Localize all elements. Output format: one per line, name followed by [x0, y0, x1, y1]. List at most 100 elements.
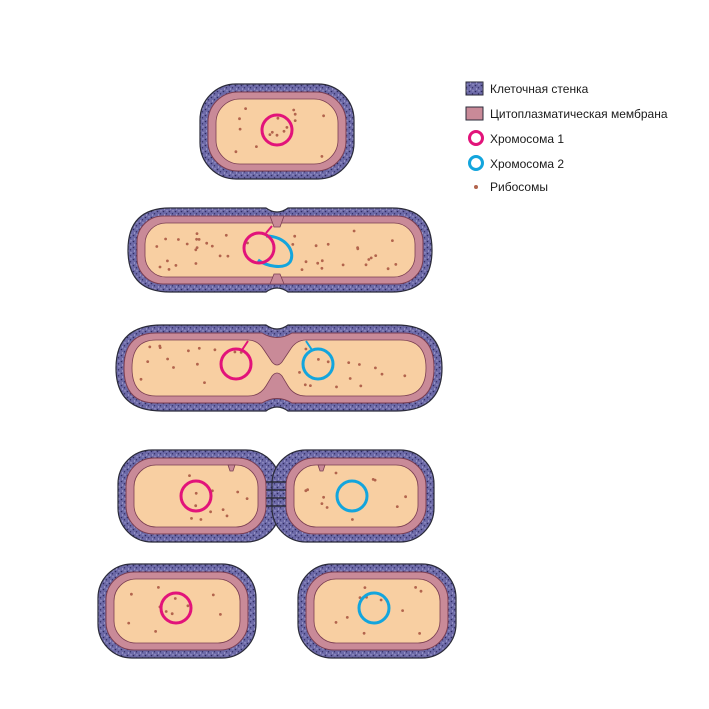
ribosome-dot	[304, 489, 308, 493]
legend-item-chromosome-1: Хромосома 1	[468, 130, 564, 146]
ribosome-dot	[334, 471, 338, 475]
ribosome-dot	[195, 232, 199, 236]
ribosome-dot	[174, 264, 178, 267]
ribosome-dot	[316, 261, 320, 265]
ribosome-dot	[373, 478, 377, 482]
ribosome-dot	[367, 258, 371, 261]
ribosome-dot	[213, 348, 217, 352]
ribosome-dot	[352, 229, 356, 233]
ribosome-dot	[282, 129, 286, 133]
ribosome-dot	[238, 117, 241, 121]
cytoplasm	[133, 464, 259, 528]
ribosome-dot	[348, 377, 352, 380]
membrane-notch	[317, 464, 326, 472]
ribosome-dot	[364, 263, 368, 267]
ribosome-dot	[166, 357, 170, 361]
ribosome-dot	[236, 490, 240, 494]
chromosome-2	[335, 479, 369, 513]
septum-notch	[269, 273, 285, 285]
ribosome-dot	[233, 350, 237, 354]
ribosome-dot	[205, 241, 209, 245]
ribosome-dot	[139, 377, 143, 381]
ribosome-dot	[187, 349, 190, 353]
ribosome-dot	[148, 345, 152, 349]
legend: Клеточная стенка Цитоплазматическая мемб…	[465, 81, 668, 194]
ribosome-dot	[219, 613, 222, 616]
legend-label: Рибосомы	[490, 180, 548, 194]
ribosome-dot	[404, 495, 407, 499]
ribosome-dot	[320, 502, 324, 505]
ribosome-dot	[374, 366, 377, 370]
ribosome-dot	[224, 233, 228, 237]
cytoplasm	[293, 464, 419, 528]
ribosome-dot	[130, 592, 133, 596]
ribosome-dot	[300, 268, 304, 271]
membrane-swatch-icon	[465, 106, 484, 121]
ribosome-dot	[379, 598, 383, 602]
ribosome-dot	[127, 621, 131, 625]
ribosome-dot	[391, 239, 394, 243]
cytoplasm	[144, 222, 416, 278]
ribosome-dot	[194, 248, 198, 252]
ribosome-dot	[197, 346, 201, 350]
ribosome-dot	[320, 155, 324, 158]
ribosome-dot	[293, 119, 297, 122]
ribosome-dot	[185, 242, 189, 246]
ribosome-dot	[275, 133, 279, 137]
ribosome-dot	[320, 259, 324, 263]
ribosome-dot	[210, 244, 214, 248]
chromosome-1	[159, 591, 193, 625]
ribosome-dot	[298, 371, 301, 374]
ribosome-dot	[322, 114, 325, 118]
ribosome-dot	[341, 263, 345, 267]
ribosome-dot	[154, 630, 158, 633]
ribosome-dot	[335, 385, 338, 389]
legend-item-ribosomes: Рибосомы	[474, 180, 548, 194]
legend-label: Клеточная стенка	[490, 82, 589, 96]
legend-item-membrane: Цитоплазматическая мембрана	[465, 106, 668, 121]
ribosome-dot	[196, 362, 199, 366]
ribosome-dot	[276, 116, 280, 120]
ribosome-group	[139, 344, 407, 389]
ribosome-dot	[414, 586, 417, 589]
stage-2-cell	[127, 207, 433, 293]
ribosome-dot	[170, 612, 174, 616]
cytoplasm	[113, 578, 241, 644]
ribosome-dot	[386, 267, 390, 271]
ribosome-dot	[218, 254, 222, 258]
ribosome-dot	[394, 263, 398, 266]
ribosome-group	[127, 586, 423, 635]
ribosome-dot	[226, 254, 230, 258]
ribosome-dot	[292, 108, 296, 112]
ribosome-dot	[186, 604, 190, 608]
ribosome-dot	[194, 262, 198, 265]
cytoplasm	[215, 98, 339, 165]
ribosome-dot	[403, 374, 407, 378]
ribosome-dot	[362, 631, 366, 635]
wall-swatch-icon	[465, 81, 484, 96]
ring-icon	[468, 155, 484, 171]
ribosome-dot	[293, 234, 297, 238]
chromosome-1	[219, 347, 253, 381]
ribosome-dot	[419, 589, 423, 593]
ribosome-dot	[359, 384, 363, 388]
ribosome-dot	[255, 145, 258, 149]
ribosome-dot	[320, 266, 324, 270]
chromosome-attachment	[241, 340, 249, 351]
chromosome-1	[242, 231, 276, 265]
chromosome-attachment	[305, 340, 313, 351]
stage-5-cells	[97, 563, 457, 659]
ribosome-dot	[188, 474, 191, 477]
legend-item-chromosome-2: Хромосома 2	[468, 155, 564, 171]
ribosome-group	[155, 229, 398, 271]
ribosome-dot	[166, 259, 169, 263]
ribosome-dot	[326, 242, 330, 246]
ribosome-dot	[291, 243, 295, 246]
ribosome-dot	[244, 107, 248, 110]
ribosome-dot	[157, 586, 160, 589]
ribosome-dot	[351, 518, 354, 521]
ribosome-dot	[164, 610, 168, 613]
ribosome-dot	[197, 238, 201, 241]
septum-notch	[269, 215, 285, 228]
